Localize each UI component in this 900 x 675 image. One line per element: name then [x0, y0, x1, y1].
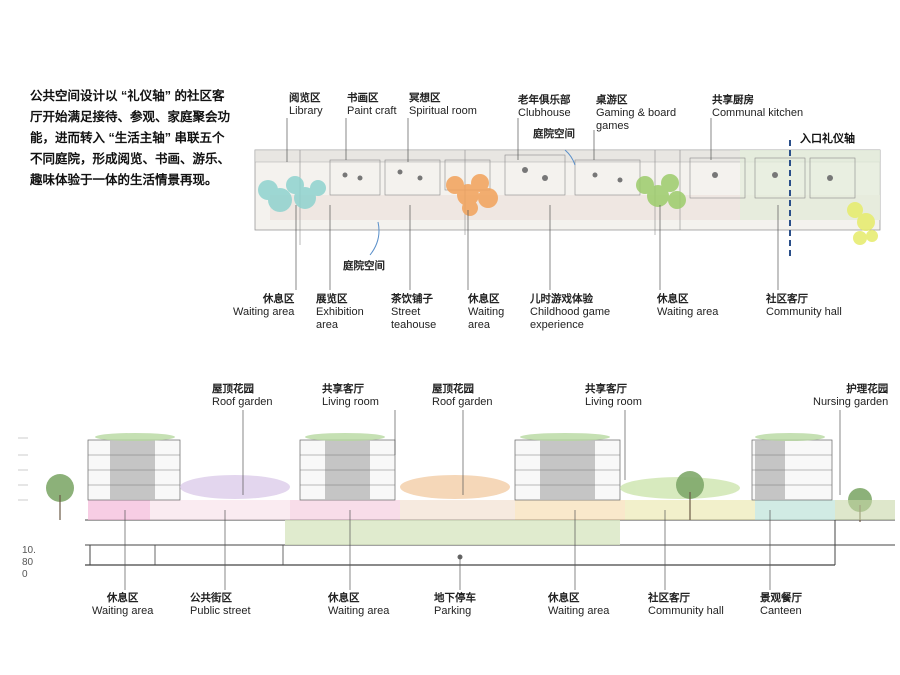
section-leaders	[124, 410, 841, 590]
intro-text: 公共空间设计以 “礼仪轴” 的社区客厅开始满足接待、参观、家庭聚会功能，进而转入…	[30, 89, 231, 187]
plan-leaders	[286, 118, 779, 290]
ceremonial-axis-label: 入口礼仪轴	[800, 133, 855, 145]
floor-plan	[254, 140, 881, 258]
courtyard-label-bottom: 庭院空间	[343, 260, 385, 272]
section-scale: 10. 80 0	[22, 545, 36, 580]
courtyard-label-top: 庭院空间	[533, 128, 575, 140]
section-drawing	[18, 433, 895, 566]
